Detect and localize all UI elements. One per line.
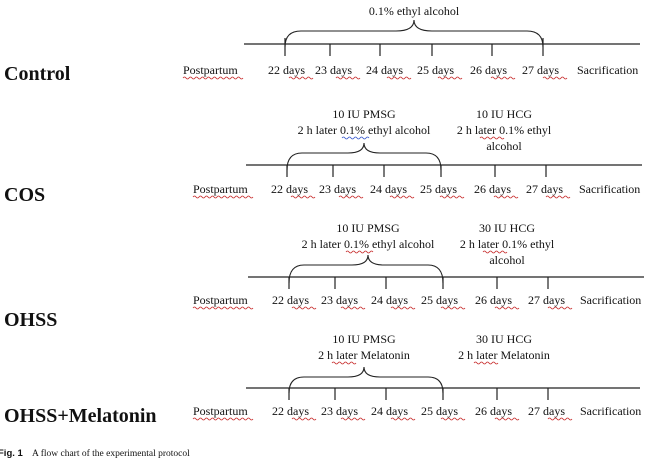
brace-text: 0.1% ethyl alcohol — [369, 4, 460, 18]
label-postpartum: Postpartum — [193, 293, 248, 307]
spellcheck-underlines — [192, 250, 573, 310]
timeline-labels: Postpartum 22 days 23 days 24 days 25 da… — [193, 182, 640, 196]
timeline-labels: Postpartum 22 days 23 days 24 days 25 da… — [193, 293, 641, 307]
spellcheck-underlines — [192, 361, 573, 421]
hcg-subtext: 2 h later Melatonin — [458, 348, 550, 362]
label-day-26: 26 days — [470, 63, 507, 77]
row-ohss-melatonin: OHSS+Melatonin 10 IU PMSG 2 h later Mela… — [4, 332, 641, 427]
pmsg-subtext: 2 h later Melatonin — [318, 348, 410, 362]
treatment-brace — [284, 19, 544, 48]
label-sacrification: Sacrification — [580, 404, 641, 418]
treatment-brace — [288, 366, 444, 394]
group-label-ohss: OHSS — [4, 309, 57, 331]
label-sacrification: Sacrification — [580, 293, 641, 307]
label-day-24: 24 days — [371, 293, 408, 307]
row-control: Control 0.1% ethyl alcohol Postpartum 22… — [4, 4, 640, 85]
hcg-subtext: 2 h later 0.1% ethyl — [457, 123, 552, 137]
hcg-text: 30 IU HCG — [476, 332, 532, 346]
label-day-22: 22 days — [272, 293, 309, 307]
label-day-24: 24 days — [366, 63, 403, 77]
timeline-labels: Postpartum 22 days 23 days 24 days 25 da… — [183, 63, 638, 77]
timeline-ticks — [288, 388, 549, 400]
hcg-text: 30 IU HCG — [479, 221, 535, 235]
label-postpartum: Postpartum — [183, 63, 238, 77]
label-sacrification: Sacrification — [579, 182, 640, 196]
caption-label: Fig. 1 — [0, 448, 24, 459]
pmsg-text: 10 IU PMSG — [336, 221, 400, 235]
hcg-subtext-2: alcohol — [489, 253, 525, 267]
treatment-brace — [286, 142, 442, 171]
label-postpartum: Postpartum — [193, 182, 248, 196]
pmsg-subtext: 2 h later 0.1% ethyl alcohol — [302, 237, 435, 251]
label-day-25: 25 days — [420, 182, 457, 196]
timeline-ticks — [286, 165, 547, 177]
label-day-25: 25 days — [417, 63, 454, 77]
label-postpartum: Postpartum — [193, 404, 248, 418]
label-day-27: 27 days — [528, 404, 565, 418]
timeline-ticks — [284, 38, 544, 56]
label-day-24: 24 days — [370, 182, 407, 196]
timeline-ticks — [288, 277, 549, 289]
label-day-22: 22 days — [268, 63, 305, 77]
label-day-26: 26 days — [475, 404, 512, 418]
pmsg-text: 10 IU PMSG — [332, 332, 396, 346]
label-day-27: 27 days — [526, 182, 563, 196]
label-day-27: 27 days — [528, 293, 565, 307]
label-day-23: 23 days — [321, 293, 358, 307]
spellcheck-underlines — [182, 76, 568, 80]
label-day-26: 26 days — [474, 182, 511, 196]
label-sacrification: Sacrification — [577, 63, 638, 77]
figure-caption: Fig. 1 A flow chart of the experimental … — [0, 448, 190, 459]
label-day-24: 24 days — [371, 404, 408, 418]
pmsg-text: 10 IU PMSG — [332, 107, 396, 121]
hcg-subtext-2: alcohol — [486, 139, 522, 153]
label-day-23: 23 days — [319, 182, 356, 196]
label-day-22: 22 days — [272, 404, 309, 418]
label-day-26: 26 days — [475, 293, 512, 307]
caption-text: A flow chart of the experimental protoco… — [32, 448, 190, 459]
label-day-25: 25 days — [421, 404, 458, 418]
label-day-27: 27 days — [522, 63, 559, 77]
hcg-subtext: 2 h later 0.1% ethyl — [460, 237, 555, 251]
timeline-labels: Postpartum 22 days 23 days 24 days 25 da… — [193, 404, 641, 418]
treatment-brace — [288, 254, 444, 284]
spellcheck-underlines — [192, 136, 571, 199]
group-label-control: Control — [4, 63, 71, 85]
label-day-22: 22 days — [271, 182, 308, 196]
hcg-text: 10 IU HCG — [476, 107, 532, 121]
pmsg-subtext: 2 h later 0.1% ethyl alcohol — [298, 123, 431, 137]
label-day-25: 25 days — [421, 293, 458, 307]
row-ohss: OHSS 10 IU PMSG 2 h later 0.1% ethyl alc… — [4, 221, 644, 331]
label-day-23: 23 days — [321, 404, 358, 418]
group-label-ohss-melatonin: OHSS+Melatonin — [4, 405, 157, 427]
label-day-23: 23 days — [315, 63, 352, 77]
row-cos: COS 10 IU PMSG 2 h later 0.1% ethyl alco… — [4, 107, 642, 206]
group-label-cos: COS — [4, 184, 45, 206]
